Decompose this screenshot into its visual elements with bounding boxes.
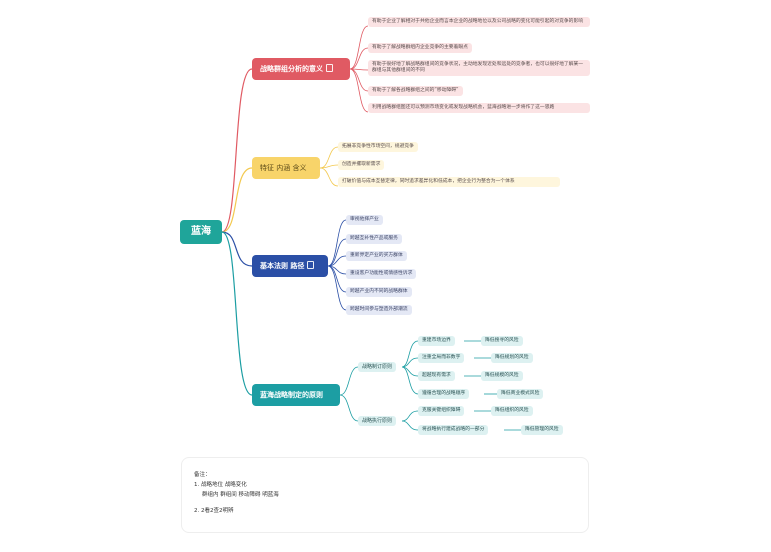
leaf-item[interactable]: 创造并攫取新需求 [338,160,385,170]
note-icon [326,64,333,72]
principle-item[interactable]: 遵循合理的战略顺序 [418,389,470,399]
note-icon [307,261,315,269]
leaf-item[interactable]: 打破价值与成本互替定律，同时追求差异化和低成本，把企业行为整合为一个体系 [338,177,560,187]
principle-item[interactable]: 克服关键组织障碍 [418,406,465,416]
branch-strategic-group-significance[interactable]: 战略群组分析的意义 [252,58,350,80]
root-node[interactable]: 蓝海 [180,220,222,244]
leaf-item[interactable]: 跨越产业内不同的战略群体 [346,287,412,297]
leaf-item[interactable]: 有助于了解战略群组内企业竞争的主要着眼点 [368,43,472,53]
leaf-item[interactable]: 拓展非竞争性市场空间，规避竞争 [338,142,418,152]
branch-principles[interactable]: 蓝海战略制定的原则 [252,384,340,406]
leaf-item[interactable]: 有助于企业了解相对于共他企业而言本企业的战略地位以及公司战略的变化可能引起的对竞… [368,17,590,27]
leaf-item[interactable]: 重新界定产业的买方群体 [346,251,407,261]
risk-item[interactable]: 降低规划的风险 [491,353,533,363]
risk-item[interactable]: 降低商业模式风险 [497,389,544,399]
leaf-item[interactable]: 跨越时间参与塑造外部潮流 [346,305,412,315]
branch-features[interactable]: 特征 内涵 含义 [252,157,320,179]
risk-item[interactable]: 降低组织的风险 [491,406,533,416]
branch-basic-rules[interactable]: 基本法则 路径 [252,255,328,277]
risk-item[interactable]: 降低规模的风险 [481,371,523,381]
leaf-item[interactable]: 利用战略群组图还可以预测市场变化或发现战略机会，蓝海战略进一步将作了这一思路 [368,103,590,113]
leaf-item[interactable]: 审视他择产业 [346,215,383,225]
note-line: 1. 战略地位 战略变化 [194,482,247,488]
principle-item[interactable]: 将战略执行建成战略的一部分 [418,425,489,435]
note-line: 2. 2看2查2明辨 [194,508,234,514]
leaf-item[interactable]: 有助于了解各战略群组之间的“移动障碍” [368,86,463,96]
branch-label: 战略群组分析的意义 [260,65,323,73]
risk-item[interactable]: 降低搜寻的风险 [481,336,523,346]
leaf-item[interactable]: 有助于很好地了解战略群组间的竞争状况，主动地发现近处和远处的竞争者，也可以很好地… [368,60,590,76]
leaf-item[interactable]: 重设客户功能性或情感性诉求 [346,269,417,279]
principle-item[interactable]: 重建市场边界 [418,336,455,346]
group-formulation-principles[interactable]: 战略制订原则 [358,362,397,372]
risk-item[interactable]: 降低管理的风险 [521,425,563,435]
note-panel: 备注： 1. 战略地位 战略变化 群组内 群组间 移动障碍 明蓝海 2. 2看2… [181,457,589,533]
branch-label: 基本法则 路径 [260,262,305,270]
group-execution-principles[interactable]: 战略执行原则 [358,416,397,426]
principle-item[interactable]: 注重全局而非数字 [418,353,465,363]
leaf-item[interactable]: 跨越互补性产品或服务 [346,234,402,244]
principle-item[interactable]: 超越现有需求 [418,371,455,381]
note-title: 备注： [194,472,211,478]
note-line: 群组内 群组间 移动障碍 明蓝海 [202,492,279,498]
